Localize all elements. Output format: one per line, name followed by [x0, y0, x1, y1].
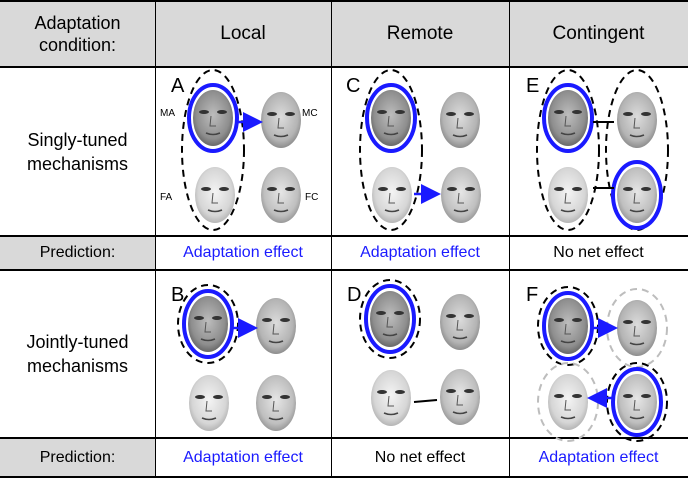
face-female-asian — [548, 374, 588, 430]
grid-line-v1 — [155, 0, 156, 478]
header-condition-label: Adaptation condition: — [34, 12, 121, 55]
grid-line-v2 — [331, 0, 332, 478]
face-female-caucasian — [261, 167, 301, 223]
face-male-asian — [548, 90, 588, 146]
prediction-local-1: Adaptation effect — [155, 236, 331, 270]
prediction-label-text-1: Prediction: — [39, 244, 116, 261]
face-female-asian — [195, 167, 235, 223]
prediction-contingent-2: Adaptation effect — [509, 438, 688, 478]
face-male-caucasian — [256, 298, 296, 354]
grid-line-pred2-top — [0, 437, 688, 439]
grid-line-bottom — [0, 476, 688, 478]
face-male-asian — [548, 298, 588, 354]
face-label-mc: MC — [302, 108, 318, 119]
prediction-contingent-2-text: Adaptation effect — [538, 449, 659, 466]
face-label-ma: MA — [160, 108, 175, 119]
prediction-remote-1: Adaptation effect — [331, 236, 509, 270]
face-female-asian — [372, 167, 412, 223]
prediction-remote-2: No net effect — [331, 438, 509, 478]
adapted-highlight — [365, 83, 417, 153]
prediction-label-1: Prediction: — [0, 236, 155, 270]
adapted-highlight — [542, 83, 594, 153]
grouping-ellipse-right — [605, 69, 669, 231]
panel-letter-e: E — [526, 75, 539, 97]
face-label-fc: FC — [305, 192, 318, 203]
prediction-contingent-1: No net effect — [509, 236, 688, 270]
prediction-local-2: Adaptation effect — [155, 438, 331, 478]
adapted-highlight — [542, 291, 594, 361]
prediction-contingent-1-text: No net effect — [553, 244, 644, 261]
grid-line-top — [0, 0, 688, 2]
row-label-jointly: Jointly-tuned mechanisms — [0, 270, 155, 438]
header-local-label: Local — [220, 22, 266, 44]
grouping-ellipse — [359, 279, 421, 359]
adapted-highlight — [611, 160, 663, 230]
header-remote-label: Remote — [386, 22, 454, 44]
face-male-asian — [188, 296, 228, 352]
face-male-asian — [193, 90, 233, 146]
panel-letter-f: F — [526, 284, 538, 306]
header-condition: Adaptation condition: — [0, 0, 155, 67]
adapted-highlight — [364, 284, 416, 354]
panel-b: B — [171, 284, 296, 431]
panel-letter-b: B — [171, 284, 184, 306]
grouping-ellipse — [181, 69, 245, 231]
prediction-label-2: Prediction: — [0, 438, 155, 478]
row-label-singly-text: Singly-tuned mechanisms — [26, 129, 129, 174]
panel-c: C — [346, 69, 481, 231]
face-male-caucasian — [440, 294, 480, 350]
face-female-caucasian — [440, 369, 480, 425]
header-contingent-label: Contingent — [552, 22, 645, 44]
header-remote: Remote — [331, 0, 509, 67]
grid-line-header — [0, 66, 688, 68]
panel-f: F — [526, 284, 668, 442]
panel-letter-c: C — [346, 75, 360, 97]
face-female-asian — [548, 167, 588, 223]
adapted-highlight — [182, 289, 234, 359]
face-male-asian — [371, 90, 411, 146]
prediction-local-1-text: Adaptation effect — [183, 244, 303, 261]
prediction-remote-2-text: No net effect — [374, 449, 466, 466]
grid-line-pred1-top — [0, 235, 688, 237]
face-male-caucasian — [617, 92, 657, 148]
row-label-jointly-text: Jointly-tuned mechanisms — [26, 332, 129, 376]
grouping-ellipse-left — [536, 69, 600, 231]
link-line — [413, 399, 438, 403]
face-label-fa: FA — [160, 192, 173, 203]
face-female-caucasian — [256, 375, 296, 431]
prediction-local-2-text: Adaptation effect — [183, 449, 303, 466]
panel-letter-a: A — [171, 75, 185, 97]
panel-e: E — [526, 69, 669, 231]
face-female-caucasian — [617, 374, 657, 430]
face-male-caucasian — [440, 92, 480, 148]
grid-line-pred1-bottom — [0, 269, 688, 271]
face-female-asian — [189, 375, 229, 431]
face-male-asian — [370, 291, 410, 347]
adapted-highlight — [611, 367, 663, 437]
grid-line-v3 — [509, 0, 510, 478]
prediction-label-text-2: Prediction: — [39, 449, 116, 466]
grouping-ellipse — [359, 69, 423, 231]
face-female-caucasian — [617, 167, 657, 223]
prediction-remote-1-text: Adaptation effect — [360, 244, 480, 261]
header-local: Local — [155, 0, 331, 67]
adapted-highlight — [187, 83, 239, 153]
face-male-caucasian — [617, 300, 657, 356]
row-label-singly: Singly-tuned mechanisms — [0, 67, 155, 236]
panel-a: A MA MC FA FC — [160, 69, 318, 231]
face-female-caucasian — [441, 167, 481, 223]
face-female-asian — [371, 370, 411, 426]
panel-letter-d: D — [347, 284, 361, 306]
face-male-caucasian — [261, 92, 301, 148]
panel-d: D — [347, 279, 480, 426]
grouping-ellipse — [606, 362, 668, 442]
header-contingent: Contingent — [509, 0, 688, 67]
